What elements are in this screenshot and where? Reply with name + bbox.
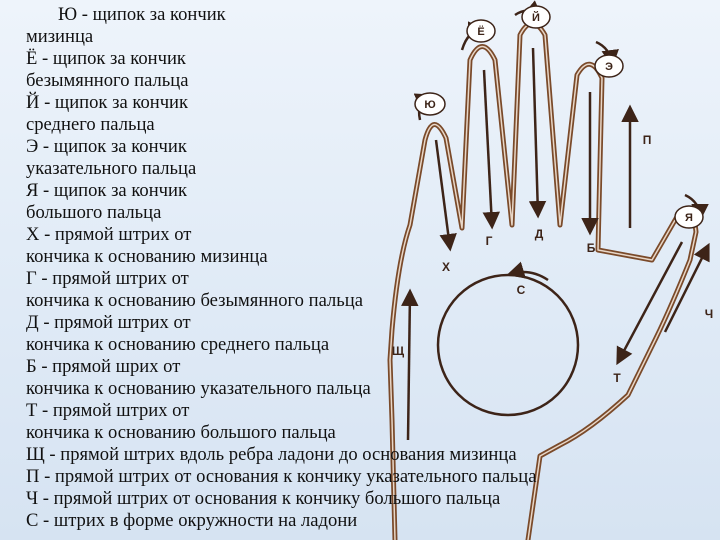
stroke-arrow-shch — [401, 288, 419, 441]
legend-line: Щ - прямой штрих вдоль ребра ладони до о… — [26, 444, 517, 465]
legend-line: указательного пальца — [26, 158, 197, 179]
label-e: Э — [605, 61, 613, 73]
badge-ya: Я — [674, 205, 704, 229]
legend: Ю - щипок за кончик мизинца Ё - щипок за… — [26, 4, 716, 532]
stroke-arrow-t — [616, 241, 684, 366]
legend-line: кончика к основанию мизинца — [26, 246, 268, 267]
legend-line: С - штрих в форме окружности на ладони — [26, 510, 358, 531]
legend-line: Й - щипок за кончик — [26, 92, 189, 113]
label-iy: Й — [532, 11, 540, 24]
stroke-arrow-g — [482, 69, 501, 230]
label-ya: Я — [685, 212, 693, 224]
stroke-arrow-d — [528, 47, 547, 219]
label-p: П — [643, 133, 652, 147]
legend-line: большого пальца — [26, 202, 162, 223]
legend-line: мизинца — [26, 26, 94, 47]
label-s: С — [517, 283, 526, 297]
label-b: Б — [587, 241, 596, 255]
label-d: Д — [535, 227, 544, 241]
label-t: Т — [613, 371, 621, 385]
badge-yo: Ё — [466, 19, 496, 43]
legend-line: кончика к основанию безымянного пальца — [26, 290, 363, 311]
legend-line: Т - прямой штрих от — [26, 400, 190, 421]
legend-line: кончика к основанию большого пальца — [26, 422, 336, 443]
legend-line: Б - прямой шрих от — [26, 356, 181, 377]
legend-line: безымянного пальца — [26, 70, 189, 91]
legend-line: Э - щипок за кончик — [26, 136, 187, 157]
badge-yu: Ю — [414, 92, 446, 116]
label-g: Г — [486, 234, 493, 248]
stroke-arrow-kh — [434, 139, 457, 252]
label-ch: Ч — [705, 307, 713, 321]
badge-e: Э — [594, 54, 624, 78]
legend-line: Я - щипок за кончик — [26, 180, 188, 201]
legend-line: Г - прямой штрих от — [26, 268, 189, 289]
legend-line: Ю - щипок за кончик — [58, 4, 226, 25]
label-yu: Ю — [424, 99, 435, 111]
stroke-arrow-ch — [663, 242, 710, 333]
legend-line: кончика к основанию среднего пальца — [26, 334, 330, 355]
label-shch: Щ — [392, 344, 405, 358]
legend-line: Д - прямой штрих от — [26, 312, 191, 333]
legend-line: среднего пальца — [26, 114, 155, 135]
hand-contour-inner — [389, 22, 697, 540]
legend-line: кончика к основанию указательного пальца — [26, 378, 371, 399]
legend-line: Ё - щипок за кончик — [26, 48, 186, 69]
legend-line: Х - прямой штрих от — [26, 224, 192, 245]
circle-stroke-arrow — [506, 261, 549, 282]
legend-line: П - прямой штрих от основания к кончику … — [26, 466, 537, 487]
hand-outline — [387, 21, 699, 540]
label-yo: Ё — [477, 25, 484, 38]
legend-line: Ч - прямой штрих от основания к кончику … — [26, 488, 501, 509]
badge-iy: Й — [521, 5, 551, 29]
label-kh: Х — [442, 260, 450, 274]
